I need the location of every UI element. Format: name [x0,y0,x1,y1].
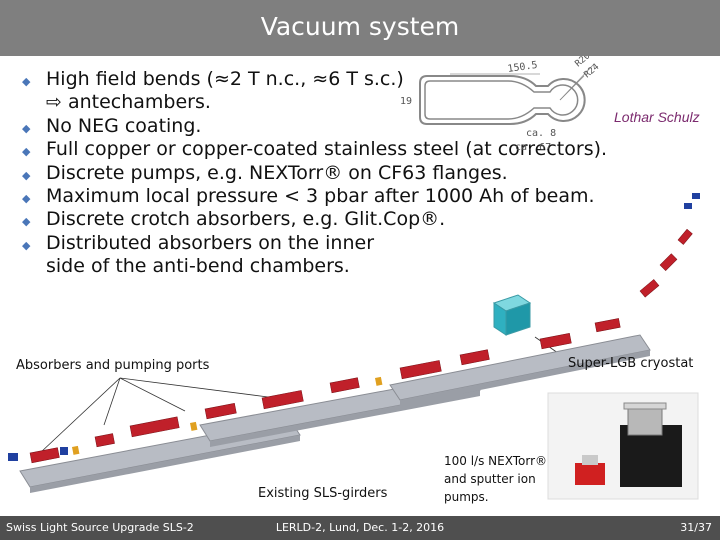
bullet-continuation: side of the anti-bend chambers. [46,255,350,278]
dimension-label: ca. 8 [526,128,556,139]
bullet-text: Distributed absorbers on the inner [46,231,375,254]
diamond-bullet-icon: ◆ [22,145,31,159]
nextorr-flange [623,402,667,410]
quadrupoles [8,193,700,461]
diamond-bullet-icon: ◆ [22,168,31,182]
dimension-label: 19 [400,96,412,107]
bullet-item: ◆ Full copper or copper-coated stainless … [22,138,642,161]
diamond-bullet-icon: ◆ [22,121,31,135]
diamond-bullet-icon: ◆ [22,238,31,252]
title-bar [0,0,720,56]
footer-bar [0,516,720,540]
pump-connector-cap [582,455,598,465]
vacuum-chamber-drawing: 150.5 R20 R24 19 ca. 8 ca. 67 [400,56,602,153]
bullet-item: ◆ Discrete crotch absorbers, e.g. Glit.Co… [22,208,642,231]
girder [19,334,651,488]
pump-label-line2: and sputter ion [444,472,536,486]
bullet-item: ◆ High field bends (≈2 T n.c., ≈6 T s.c.)… [22,68,642,115]
slide-title: Vacuum system [260,12,460,41]
dimension-label: R24 [583,62,602,80]
pump-connector [575,463,605,485]
bullet-text: Discrete pumps, e.g. NEXTorr® on CF63 fl… [46,161,508,184]
girder-assembly-image [8,193,700,500]
footer-center: LERLD-2, Lund, Dec. 1-2, 2016 [275,521,445,534]
girder-shadow [30,350,650,493]
diamond-bullet-icon: ◆ [22,192,31,206]
bullet-text: No NEG coating. [46,114,202,137]
bullet-text: Full copper or copper-coated stainless s… [46,138,608,161]
diamond-bullet-icon: ◆ [22,215,31,229]
bullet-item: ◆ Discrete pumps, e.g. NEXTorr® on CF63 f… [22,162,642,185]
diamond-bullet-icon: ◆ [22,75,31,88]
pump-label-line3: pumps. [444,490,489,504]
cryostat-label: Super-LGB cryostat [568,356,694,371]
pump-label-line1: 100 l/s NEXTorr® [444,454,548,468]
footer-left: Swiss Light Source Upgrade SLS-2 [6,521,194,534]
bullet-list: ◆ High field bends (≈2 T n.c., ≈6 T s.c.)… [22,68,642,279]
dimension-label: 150.5 [507,60,538,75]
dimension-label: ca. 67 [515,142,551,153]
magnets [29,228,693,464]
bullet-item: ◆ No NEG coating. [22,115,642,138]
author-credit: Lothar Schulz [614,109,700,125]
nextorr-head [627,406,663,436]
correctors [72,376,383,455]
absorbers-label: Absorbers and pumping ports [16,358,210,373]
girders-label: Existing SLS-girders [258,486,388,501]
bullet-text: High field bends (≈2 T n.c., ≈6 T s.c.) [46,68,404,90]
bullet-continuation: ⇨ antechambers. [46,91,211,114]
cryostat-cube [492,294,532,336]
bullet-text: Maximum local pressure < 3 pbar after 10… [46,185,595,208]
pointer-lines [39,336,569,454]
bullet-item: ◆ Maximum local pressure < 3 pbar after 1… [22,185,642,208]
footer-page-number: 31/37 [680,521,712,534]
bullet-text: Discrete crotch absorbers, e.g. Glit.Cop… [46,208,446,231]
